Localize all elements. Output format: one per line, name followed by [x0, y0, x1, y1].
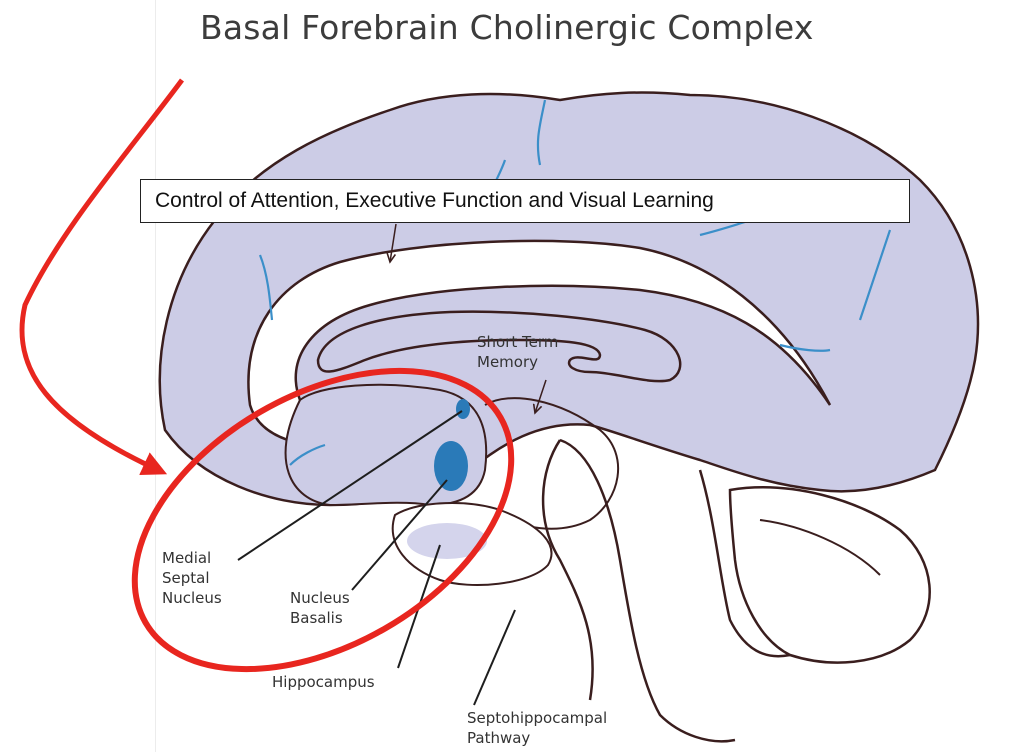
medial-septal-nucleus-dot	[456, 399, 470, 419]
cerebellum	[730, 487, 930, 662]
label-medial-septal-nucleus: Medial Septal Nucleus	[162, 548, 222, 608]
label-nucleus-basalis: Nucleus Basalis	[290, 588, 350, 628]
highlight-arrow	[22, 80, 182, 470]
function-callout-box: Control of Attention, Executive Function…	[140, 179, 910, 223]
pons	[543, 440, 593, 700]
label-hippocampus: Hippocampus	[272, 672, 375, 692]
label-line: Nucleus	[162, 588, 222, 608]
label-line: Septal	[162, 568, 222, 588]
label-line: Pathway	[467, 728, 607, 748]
label-line: Basalis	[290, 608, 350, 628]
label-short-term-memory: Short Term Memory	[477, 332, 558, 372]
label-line: Septohippocampal	[467, 708, 607, 728]
label-septohippocampal-pathway: Septohippocampal Pathway	[467, 708, 607, 748]
label-line: Hippocampus	[272, 672, 375, 692]
label-line: Nucleus	[290, 588, 350, 608]
nucleus-basalis-dot	[434, 441, 468, 491]
label-line: Memory	[477, 352, 558, 372]
label-line: Medial	[162, 548, 222, 568]
diagram-title: Basal Forebrain Cholinergic Complex	[200, 8, 814, 47]
label-line: Short Term	[477, 332, 558, 352]
